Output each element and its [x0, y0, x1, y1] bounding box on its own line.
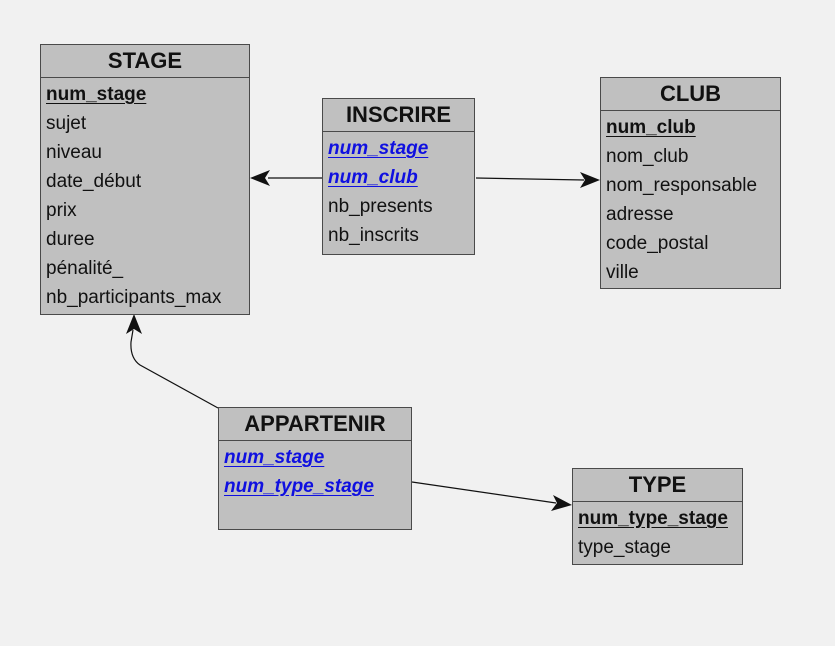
entity-field: type_stage: [573, 535, 742, 564]
field-name: nom_club: [606, 146, 689, 167]
entity-field-foreign-key: num_type_stage: [219, 474, 411, 503]
entity-inscrire[interactable]: INSCRIRE num_stage num_club nb_presents nb_…: [322, 98, 475, 255]
entity-field: pénalité_: [41, 256, 249, 285]
field-name: niveau: [46, 142, 102, 163]
field-name: sujet: [46, 113, 87, 134]
entity-field: nb_inscrits: [323, 223, 474, 252]
field-name: nom_responsable: [606, 175, 758, 196]
entity-field: sujet: [41, 111, 249, 140]
entity-field: ville: [601, 260, 780, 289]
arrow-head-type-left: [551, 495, 572, 511]
entity-inscrire-title: INSCRIRE: [323, 99, 474, 132]
field-name: nb_inscrits: [328, 225, 419, 246]
field-name: num_type_stage: [578, 508, 728, 529]
entity-field-foreign-key: num_club: [323, 165, 474, 194]
field-name: num_club: [606, 117, 696, 138]
field-name: num_club: [328, 167, 418, 188]
field-name: num_stage: [328, 138, 429, 159]
entity-field: date_début: [41, 169, 249, 198]
entity-type[interactable]: TYPE num_type_stage type_stage: [572, 468, 743, 565]
entity-field-primary-key: num_type_stage: [573, 506, 742, 535]
field-name: duree: [46, 229, 95, 250]
field-name: pénalité_: [46, 258, 124, 279]
entity-field: code_postal: [601, 231, 780, 260]
entity-field: duree: [41, 227, 249, 256]
field-name: type_stage: [578, 537, 671, 558]
entity-field-foreign-key: num_stage: [219, 445, 411, 474]
link-inscrire-club: [475, 177, 585, 181]
entity-field: nom_responsable: [601, 173, 780, 202]
entity-appartenir-fields: num_stage num_type_stage: [219, 441, 411, 503]
field-name: adresse: [606, 204, 674, 225]
entity-type-title: TYPE: [573, 469, 742, 502]
arrow-head-stage-right: [250, 170, 270, 186]
entity-field-primary-key: num_stage: [41, 82, 249, 111]
entity-field: nom_club: [601, 144, 780, 173]
field-name: ville: [606, 262, 639, 283]
entity-field: niveau: [41, 140, 249, 169]
entity-inscrire-fields: num_stage num_club nb_presents nb_inscrits: [323, 132, 474, 252]
entity-appartenir[interactable]: APPARTENIR num_stage num_type_stage: [218, 407, 412, 530]
entity-field-primary-key: num_club: [601, 115, 780, 144]
field-name: prix: [46, 200, 77, 221]
field-name: nb_participants_max: [46, 287, 222, 308]
field-name: nb_presents: [328, 196, 433, 217]
entity-club-title: CLUB: [601, 78, 780, 111]
field-name: num_type_stage: [224, 476, 374, 497]
arrow-head-club-left: [580, 172, 600, 188]
field-name: code_postal: [606, 233, 709, 254]
entity-field: nb_participants_max: [41, 285, 249, 314]
field-name: num_stage: [224, 447, 325, 468]
entity-field-foreign-key: num_stage: [323, 136, 474, 165]
entity-field: prix: [41, 198, 249, 227]
entity-stage-title: STAGE: [41, 45, 249, 78]
arrow-head-stage-bottom: [126, 314, 142, 334]
entity-field: adresse: [601, 202, 780, 231]
field-name: num_stage: [46, 84, 147, 105]
field-name: date_début: [46, 171, 142, 192]
entity-appartenir-title: APPARTENIR: [219, 408, 411, 441]
entity-type-fields: num_type_stage type_stage: [573, 502, 742, 564]
link-appartenir-type: [411, 481, 557, 504]
link-appartenir-stage: [130, 329, 219, 409]
entity-field: nb_presents: [323, 194, 474, 223]
